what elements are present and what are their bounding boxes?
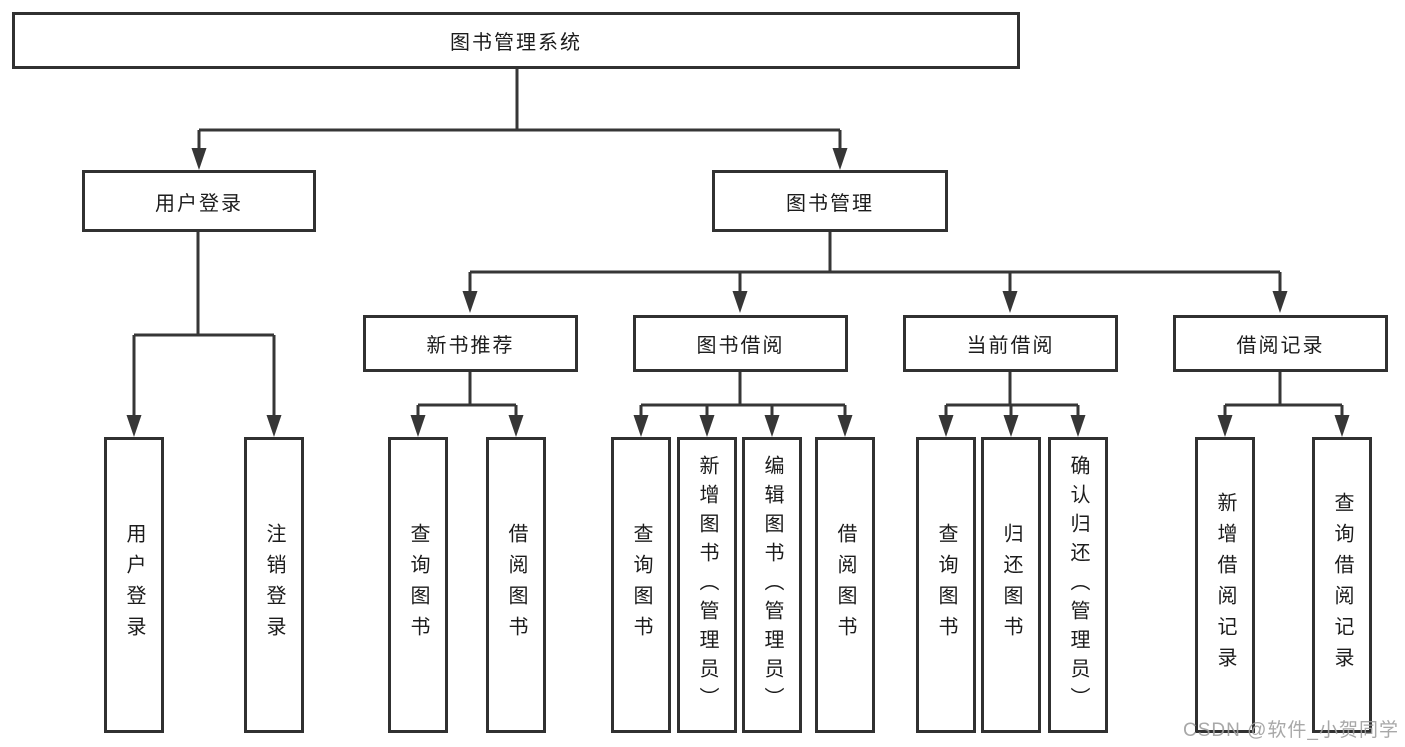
leaf-current-return-books: 归还图书 (981, 437, 1041, 733)
leaf-recommend-query-books: 查询图书 (388, 437, 448, 733)
leaf-current-query-books-label: 查询图书 (935, 523, 957, 647)
arrowheads (126, 148, 1350, 437)
leaf-borrow-borrow-books: 借阅图书 (815, 437, 875, 733)
leaf-borrow-borrow-books-label: 借阅图书 (834, 523, 856, 647)
leaf-records-add-record: 新增借阅记录 (1195, 437, 1255, 733)
node-borrow-records-label: 借阅记录 (1236, 335, 1325, 357)
leaf-recommend-query-books-label: 查询图书 (407, 523, 429, 647)
node-root-label: 图书管理系统 (450, 32, 582, 54)
leaf-current-query-books: 查询图书 (916, 437, 976, 733)
node-new-book-recommend: 新书推荐 (363, 315, 578, 372)
leaf-borrow-edit-books-admin-label: 编辑图书（管理员） (761, 454, 783, 716)
node-user-login: 用户登录 (82, 170, 316, 232)
leaf-current-return-books-label: 归还图书 (1000, 523, 1022, 647)
node-root: 图书管理系统 (12, 12, 1020, 69)
leaf-current-confirm-return-admin: 确认归还（管理员） (1048, 437, 1108, 733)
watermark: CSDN @软件_小贺同学 (1183, 720, 1399, 741)
leaf-borrow-query-books-label: 查询图书 (630, 523, 652, 647)
node-current-borrow: 当前借阅 (903, 315, 1118, 372)
node-borrow-records: 借阅记录 (1173, 315, 1388, 372)
node-new-book-recommend-label: 新书推荐 (426, 335, 515, 357)
leaf-recommend-borrow-books-label: 借阅图书 (505, 523, 527, 647)
leaf-borrow-add-books-admin-label: 新增图书（管理员） (696, 454, 718, 716)
leaf-borrow-query-books: 查询图书 (611, 437, 671, 733)
node-book-management: 图书管理 (712, 170, 948, 232)
node-book-management-label: 图书管理 (786, 192, 874, 215)
leaf-recommend-borrow-books: 借阅图书 (486, 437, 546, 733)
node-book-borrow: 图书借阅 (633, 315, 848, 372)
leaf-logout-label: 注销登录 (263, 523, 285, 647)
leaf-logout: 注销登录 (244, 437, 304, 733)
node-user-login-label: 用户登录 (155, 192, 243, 215)
leaf-user-login: 用户登录 (104, 437, 164, 733)
leaf-records-query-record-label: 查询借阅记录 (1331, 492, 1353, 678)
leaf-records-query-record: 查询借阅记录 (1312, 437, 1372, 733)
leaf-borrow-edit-books-admin: 编辑图书（管理员） (742, 437, 802, 733)
leaf-current-confirm-return-admin-label: 确认归还（管理员） (1067, 454, 1089, 716)
node-current-borrow-label: 当前借阅 (966, 335, 1055, 357)
leaf-borrow-add-books-admin: 新增图书（管理员） (677, 437, 737, 733)
leaf-user-login-label: 用户登录 (123, 523, 145, 647)
node-book-borrow-label: 图书借阅 (696, 335, 785, 357)
leaf-records-add-record-label: 新增借阅记录 (1214, 492, 1236, 678)
